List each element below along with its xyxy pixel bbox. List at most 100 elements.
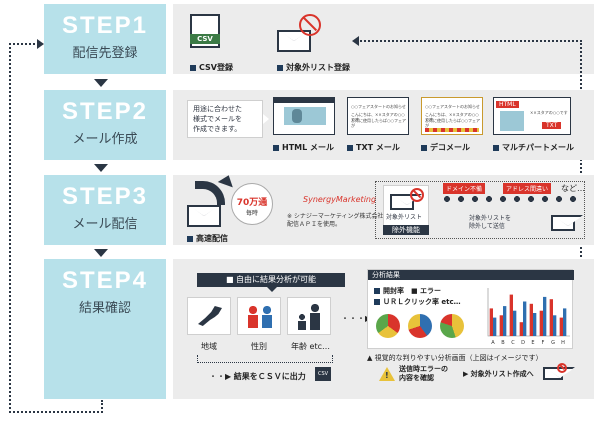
api-note: ※ シナジーマーケティング株式会社の 配信ＡＰＩを使用。 <box>287 213 390 228</box>
gender-card <box>237 297 281 335</box>
brand-logo: SynergyMarketing <box>303 195 377 204</box>
return-arrow-left-icon <box>352 36 359 46</box>
region-label: 地域 <box>201 342 217 351</box>
exclude-list-envelope-icon <box>390 194 422 210</box>
speed-small: 毎時 <box>245 210 258 217</box>
step2-box: STEP2 メール作成 <box>44 90 166 160</box>
step2-title: STEP2 <box>61 98 149 125</box>
step3-box: STEP3 メール配信 <box>44 175 166 245</box>
bar-tick-G: G <box>551 340 555 346</box>
step1-panel: CSV CSV登録 対象外リスト登録 <box>173 4 594 74</box>
step3-title: STEP3 <box>61 183 149 210</box>
bar-E-0 <box>529 303 533 336</box>
exclude-list-label: 対象外リスト登録 <box>277 62 350 73</box>
more-dots: ・・・▶ <box>341 314 372 323</box>
deco-mail-label: デコメール <box>421 142 470 153</box>
metrics-line-2: ＵＲＬクリック率 etc… <box>374 297 461 307</box>
bar-D-0 <box>519 322 523 336</box>
bar-tick-F: F <box>542 340 545 346</box>
male-icon <box>262 306 272 328</box>
to-exclude-text: ▶ 対象外リスト作成へ <box>463 370 534 378</box>
bar-tick-H: H <box>561 340 565 346</box>
step2-note: 用途に合わせた 様式でメールを 作成できます。 <box>187 100 263 138</box>
exclude-fn-pill: 除外機能 <box>383 225 429 235</box>
warning-triangle-icon <box>379 367 395 381</box>
step-arrow-2-icon <box>94 164 108 172</box>
warning-mark-icon: ! <box>385 371 389 380</box>
csv-output-bracket <box>197 355 333 363</box>
bar-H-1 <box>563 308 567 336</box>
bar-tick-B: B <box>501 340 505 346</box>
html-mail-label: HTML メール <box>273 142 334 153</box>
bar-tick-D: D <box>521 340 525 346</box>
people-group-icon <box>441 195 581 209</box>
bar-B-0 <box>499 315 503 336</box>
step2-subtitle: メール作成 <box>72 132 138 147</box>
speed-circle: 70万通 毎時 <box>231 183 273 225</box>
metrics-line-1: 開封率 ■ エラー <box>374 286 441 296</box>
csv-output-file-icon: CSV <box>315 367 331 381</box>
female-icon <box>248 306 258 328</box>
txt-mail-label: TXT メール <box>347 142 400 153</box>
multipart-mail-label: マルチパートメール <box>493 142 574 153</box>
bar-C-1 <box>513 310 517 336</box>
csv-badge: CSV <box>190 34 220 44</box>
bar-G-0 <box>549 299 553 336</box>
loop-line-left <box>9 43 11 413</box>
japan-map-icon <box>198 306 222 326</box>
exclude-list-text: 対象外リスト <box>386 214 423 221</box>
bar-B-1 <box>503 306 507 336</box>
elder-icon <box>310 304 320 330</box>
multipart-mail-thumb: HTML ××スタアの○○です TXT <box>493 97 571 135</box>
step1-title: STEP1 <box>61 12 149 39</box>
free-analysis-pointer-icon <box>267 287 277 292</box>
prohibit-icon <box>299 14 321 36</box>
exclude-list-prohibit-icon <box>410 188 424 202</box>
send-arrow-icon <box>195 181 225 205</box>
fast-send-label: 高速配信 <box>187 233 228 244</box>
address-ng-tag: アドレス間違い <box>503 183 552 194</box>
step2-panel: 用途に合わせた 様式でメールを 作成できます。 HTML メール ○○フェアスタ… <box>173 90 594 160</box>
html-mail-thumb <box>273 97 335 135</box>
gender-label: 性別 <box>251 342 267 351</box>
step1-subtitle: 配信先登録 <box>72 46 138 61</box>
exclude-list-dotted-box <box>375 181 585 239</box>
step-arrow-1-icon <box>94 79 108 87</box>
bar-tick-A: A <box>491 340 495 346</box>
bar-tick-E: E <box>531 340 534 346</box>
pie-chart-2 <box>408 314 432 338</box>
txt-mail-thumb: ○○フェアスタートのお知らせ こんにちは、××スタアの○○です お得に使用したら… <box>347 97 409 135</box>
loop-arrow-right-icon <box>37 39 44 49</box>
exclude-send-text: 対象外リストを 除外して送信 <box>469 215 512 230</box>
return-line-top <box>360 40 582 42</box>
loop-line-up <box>101 400 103 413</box>
bar-C-0 <box>509 294 513 336</box>
csv-file-icon: CSV <box>190 14 220 48</box>
region-card <box>187 297 231 335</box>
speed-big: 70万通 <box>236 198 268 208</box>
step4-title: STEP4 <box>61 267 149 294</box>
fast-send-envelope-icon <box>187 205 221 227</box>
step4-box: STEP4 結果確認 <box>44 259 166 399</box>
exclude-envelope-icon <box>277 30 311 52</box>
send-arrowhead-icon <box>217 172 237 188</box>
bar-D-1 <box>523 301 527 336</box>
step3-subtitle: メール配信 <box>72 217 138 232</box>
visual-note: ▲ 視覚的な判りやすい分析画面（上図はイメージです） <box>367 354 543 362</box>
step4-subtitle: 結果確認 <box>78 301 131 316</box>
bar-F-0 <box>539 310 543 336</box>
age-card <box>287 297 331 335</box>
send-envelope-icon <box>551 215 583 231</box>
csv-output-label: ・・▶ 結果をＣＳＶに出力 <box>209 372 306 381</box>
bar-G-1 <box>553 315 557 336</box>
step-arrow-3-icon <box>94 249 108 257</box>
bar-E-1 <box>533 313 537 336</box>
error-confirm-text: 送信時エラーの 内容を確認 <box>399 365 448 382</box>
bar-A-1 <box>493 317 497 336</box>
age-label: 年齢 etc… <box>291 342 330 351</box>
note-pointer-icon <box>263 114 269 124</box>
bar-tick-C: C <box>511 340 515 346</box>
deco-mail-thumb: ○○フェアスタートのお知らせ こんにちは、××スタアの○○です お得に使用したら… <box>421 97 483 135</box>
